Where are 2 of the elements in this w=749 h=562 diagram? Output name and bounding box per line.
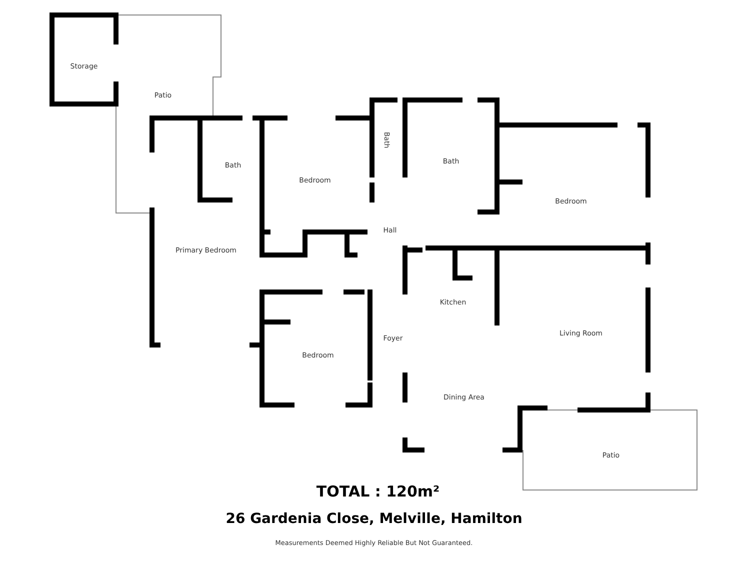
address-line: 26 Gardenia Close, Melville, Hamilton	[226, 512, 522, 526]
total-area-title: TOTAL : 120m²	[316, 484, 440, 500]
